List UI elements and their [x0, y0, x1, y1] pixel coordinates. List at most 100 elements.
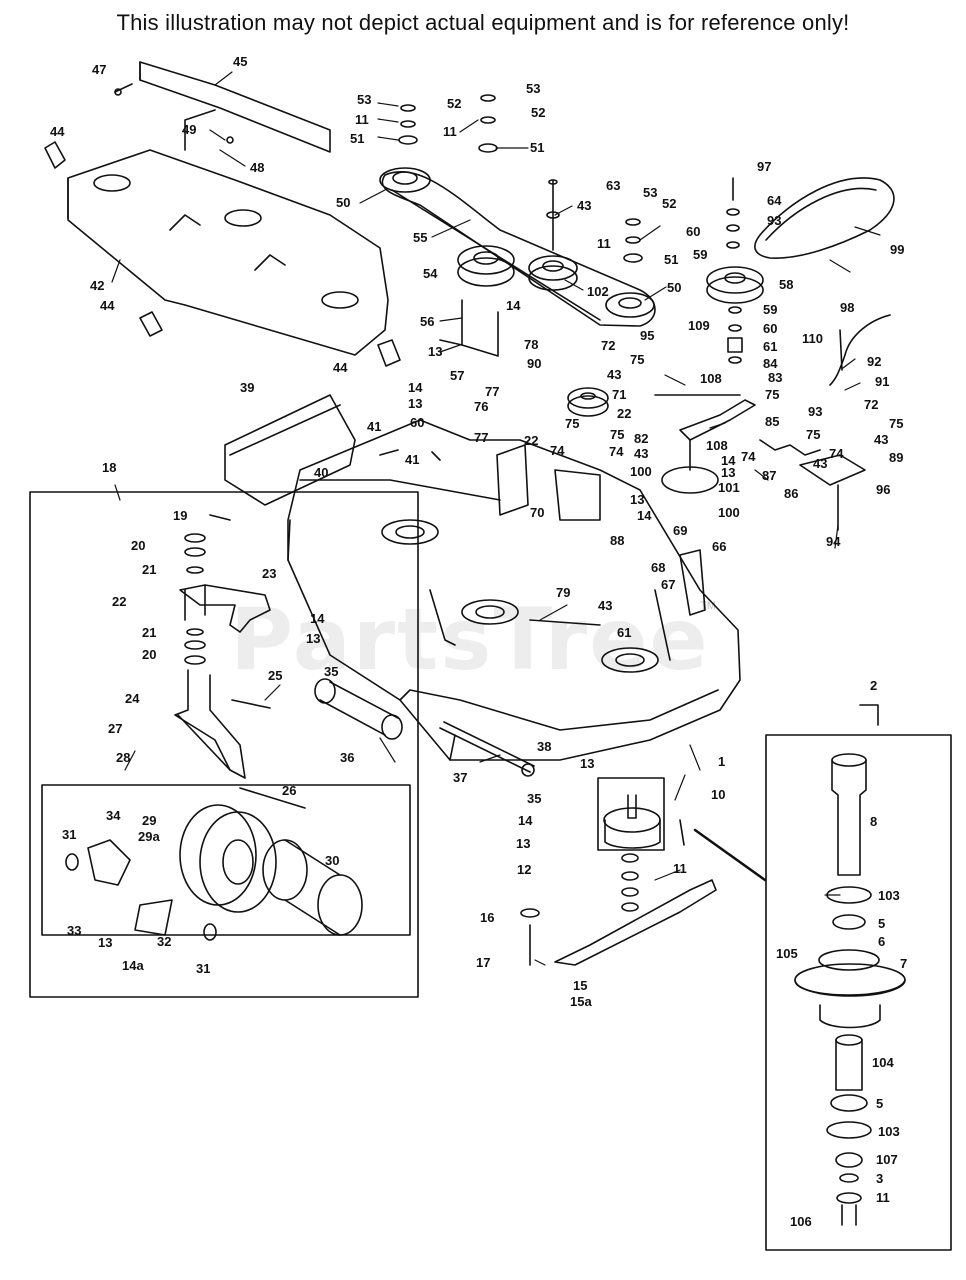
- double-pulley-54: [457, 245, 515, 287]
- bracket-86: [799, 454, 866, 531]
- callout-43: 43: [598, 598, 612, 613]
- leader-2: [859, 704, 879, 726]
- bracket-70: [496, 444, 601, 521]
- callout-110: 110: [802, 331, 823, 346]
- belt-99: [754, 177, 895, 259]
- spacer-104: [835, 1034, 863, 1091]
- callout-11: 11: [443, 124, 457, 139]
- callout-106: 106: [790, 1214, 812, 1229]
- callout-74: 74: [741, 449, 756, 464]
- disclaimer-text: This illustration may not depict actual …: [116, 10, 850, 35]
- wheel-assembly-box-28: [41, 784, 411, 936]
- callout-19: 19: [173, 508, 187, 523]
- callout-43: 43: [607, 367, 621, 382]
- callout-98: 98: [840, 300, 854, 315]
- rod-98: [829, 314, 891, 386]
- callout-labels: 47 45 44 49 48 42 44 44 53 52 11 51 53 5…: [50, 54, 907, 1229]
- callout-88: 88: [610, 533, 624, 548]
- callout-22: 22: [524, 433, 538, 448]
- spindle-detail-box-2: [765, 734, 952, 1251]
- nut-107: [835, 1152, 863, 1168]
- seal-103-bottom: [826, 1121, 872, 1139]
- callout-69: 69: [673, 523, 687, 538]
- callout-15a: 15a: [570, 994, 592, 1009]
- callout-14: 14: [506, 298, 521, 313]
- pulley-71: [567, 387, 609, 417]
- callout-38: 38: [537, 739, 551, 754]
- callout-37: 37: [453, 770, 467, 785]
- callout-99: 99: [890, 242, 904, 257]
- callout-48: 48: [250, 160, 264, 175]
- callout-60: 60: [763, 321, 777, 336]
- callout-33: 33: [67, 923, 81, 938]
- rim-30: [262, 839, 363, 936]
- callout-53: 53: [357, 92, 371, 107]
- callout-36: 36: [340, 750, 354, 765]
- bracket-67: [654, 549, 706, 661]
- roller-36: [314, 678, 403, 740]
- caster-assembly-box-18: [29, 491, 419, 998]
- callout-22: 22: [617, 406, 631, 421]
- callout-108: 108: [706, 438, 728, 453]
- pulley-102: [528, 255, 578, 291]
- bolt-97: [726, 177, 740, 249]
- spacer-stack-right: [727, 306, 743, 364]
- spindle-shaft-8: [831, 753, 867, 876]
- callout-40: 40: [314, 465, 328, 480]
- bolt-26: [239, 787, 306, 809]
- bracket-56: [439, 299, 499, 357]
- hub-34: [65, 839, 217, 941]
- callout-13: 13: [306, 631, 320, 646]
- callout-52: 52: [531, 105, 545, 120]
- callout-75: 75: [889, 416, 903, 431]
- callout-45: 45: [233, 54, 247, 69]
- washer-3: [839, 1173, 859, 1183]
- idler-pulley-50-right: [605, 292, 655, 318]
- callout-14: 14: [518, 813, 533, 828]
- callout-51: 51: [664, 252, 678, 267]
- callout-105: 105: [776, 946, 798, 961]
- deck-cover-42: [67, 149, 389, 356]
- key-10: [679, 819, 685, 846]
- callout-55: 55: [413, 230, 427, 245]
- callout-21: 21: [142, 625, 156, 640]
- callout-59: 59: [763, 302, 777, 317]
- callout-92: 92: [867, 354, 881, 369]
- callout-13: 13: [580, 756, 594, 771]
- spindle-assembly-small: [597, 777, 665, 851]
- baffle-39: [224, 394, 356, 506]
- callout-76: 76: [474, 399, 488, 414]
- callout-49: 49: [182, 122, 196, 137]
- bolt-47: [114, 83, 133, 96]
- callout-26: 26: [282, 783, 296, 798]
- callout-30: 30: [325, 853, 339, 868]
- callout-17: 17: [476, 955, 490, 970]
- callout-71: 71: [612, 387, 626, 402]
- callout-50: 50: [667, 280, 681, 295]
- detail-pointer: [693, 828, 767, 882]
- callout-74: 74: [829, 446, 844, 461]
- callout-3: 3: [876, 1171, 883, 1186]
- blade-15: [554, 879, 717, 966]
- callout-83: 83: [768, 370, 782, 385]
- pin-106: [841, 1204, 857, 1226]
- callout-79: 79: [556, 585, 570, 600]
- callout-56: 56: [420, 314, 434, 329]
- pin-25: [231, 699, 271, 709]
- callout-14: 14: [408, 380, 423, 395]
- caster-stack: [184, 514, 231, 665]
- callout-100: 100: [630, 464, 652, 479]
- callout-91: 91: [875, 374, 889, 389]
- callout-22: 22: [112, 594, 126, 609]
- callout-10: 10: [711, 787, 725, 802]
- caster-fork-24: [174, 669, 246, 779]
- callout-39: 39: [240, 380, 254, 395]
- callout-108: 108: [700, 371, 722, 386]
- callout-35: 35: [324, 664, 338, 679]
- callout-61: 61: [763, 339, 777, 354]
- callout-14: 14: [637, 508, 652, 523]
- callout-75: 75: [806, 427, 820, 442]
- callout-95: 95: [640, 328, 654, 343]
- callout-86: 86: [784, 486, 798, 501]
- callout-96: 96: [876, 482, 890, 497]
